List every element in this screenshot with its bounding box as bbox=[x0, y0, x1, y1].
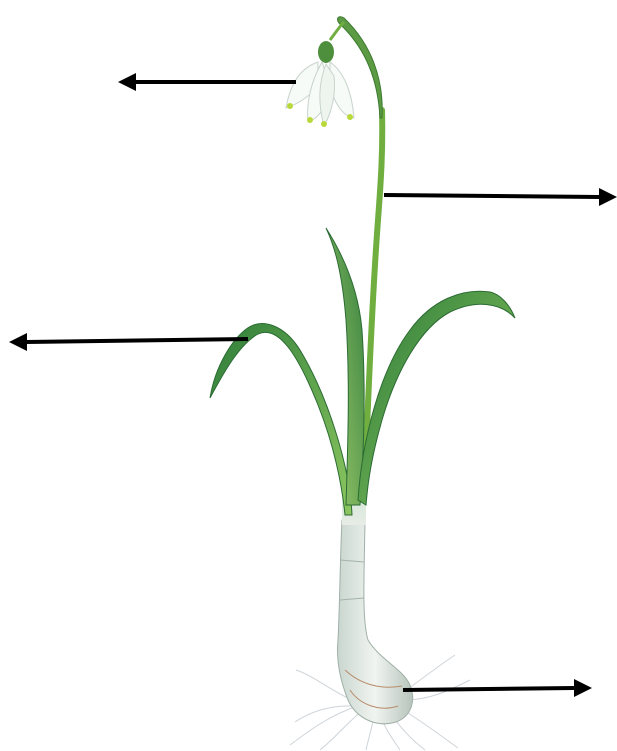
arrow-flower bbox=[118, 73, 296, 91]
arrowhead-right-icon bbox=[574, 679, 592, 697]
arrowhead-left-icon bbox=[118, 73, 136, 91]
arrowhead-right-icon bbox=[599, 188, 617, 206]
center-leaf bbox=[326, 228, 364, 505]
left-leaf bbox=[210, 324, 352, 515]
arrow-stem bbox=[384, 188, 617, 206]
flower bbox=[286, 41, 354, 127]
arrowhead-left-icon bbox=[9, 333, 27, 351]
bulb bbox=[337, 520, 412, 724]
pedicel bbox=[330, 22, 344, 40]
arrow-leaf bbox=[9, 333, 248, 351]
right-leaf bbox=[358, 291, 515, 505]
arrow-bulb bbox=[403, 679, 592, 697]
